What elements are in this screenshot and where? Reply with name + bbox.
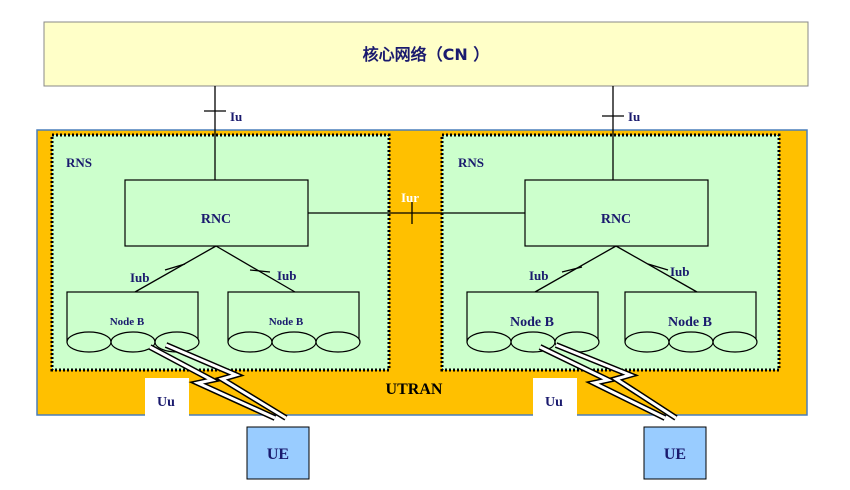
uu-label-left: Uu <box>157 395 175 410</box>
iub-link-left-1 <box>134 245 217 293</box>
core-network-box <box>43 21 809 87</box>
iub-tick-right-1 <box>561 266 583 273</box>
iu-label-right: Iu <box>628 109 640 124</box>
node-b-right-1: Node B <box>466 291 600 353</box>
uu-label-right: Uu <box>545 395 563 410</box>
node-b-label: Node B <box>269 316 304 328</box>
node-b-label: Node B <box>510 315 554 330</box>
core-network-label: 核心网络（CN ） <box>363 45 490 64</box>
node-b-right-2: Node B <box>624 291 758 353</box>
uu-label-box-right <box>533 378 577 416</box>
rnc-box-left <box>124 179 309 247</box>
node-b-label: Node B <box>110 316 145 328</box>
rnc-box-right <box>524 179 709 247</box>
rns-label-left: RNS <box>66 155 92 170</box>
iu-label-left: Iu <box>230 109 242 124</box>
rnc-label-right: RNC <box>601 212 631 227</box>
node-b-label: Node B <box>668 315 712 330</box>
iub-label-left-2: Iub <box>277 268 297 283</box>
iub-tick-left-1 <box>164 263 186 271</box>
ue-box-right <box>643 426 707 480</box>
utran-label: UTRAN <box>386 381 443 398</box>
ue-label-right: UE <box>664 446 686 463</box>
iub-label-right-1: Iub <box>529 268 549 283</box>
iur-label: Iur <box>401 190 419 205</box>
iub-tick-right-2 <box>647 263 669 271</box>
iub-tick-left-2 <box>249 269 271 273</box>
radio-link-right <box>538 342 678 421</box>
node-b-left-2: Node B <box>227 291 361 353</box>
ue-box-left <box>246 426 310 480</box>
radio-link-left <box>148 342 288 421</box>
rnc-label-left: RNC <box>201 212 231 227</box>
iub-label-left-1: Iub <box>130 270 150 285</box>
ue-label-left: UE <box>267 446 289 463</box>
iub-label-right-2: Iub <box>670 264 690 279</box>
node-b-left-1: Node B <box>66 291 200 353</box>
rns-label-right: RNS <box>458 155 484 170</box>
iub-link-right-2 <box>615 245 698 293</box>
iub-link-left-2 <box>215 245 296 293</box>
uu-label-box-left <box>145 378 189 416</box>
